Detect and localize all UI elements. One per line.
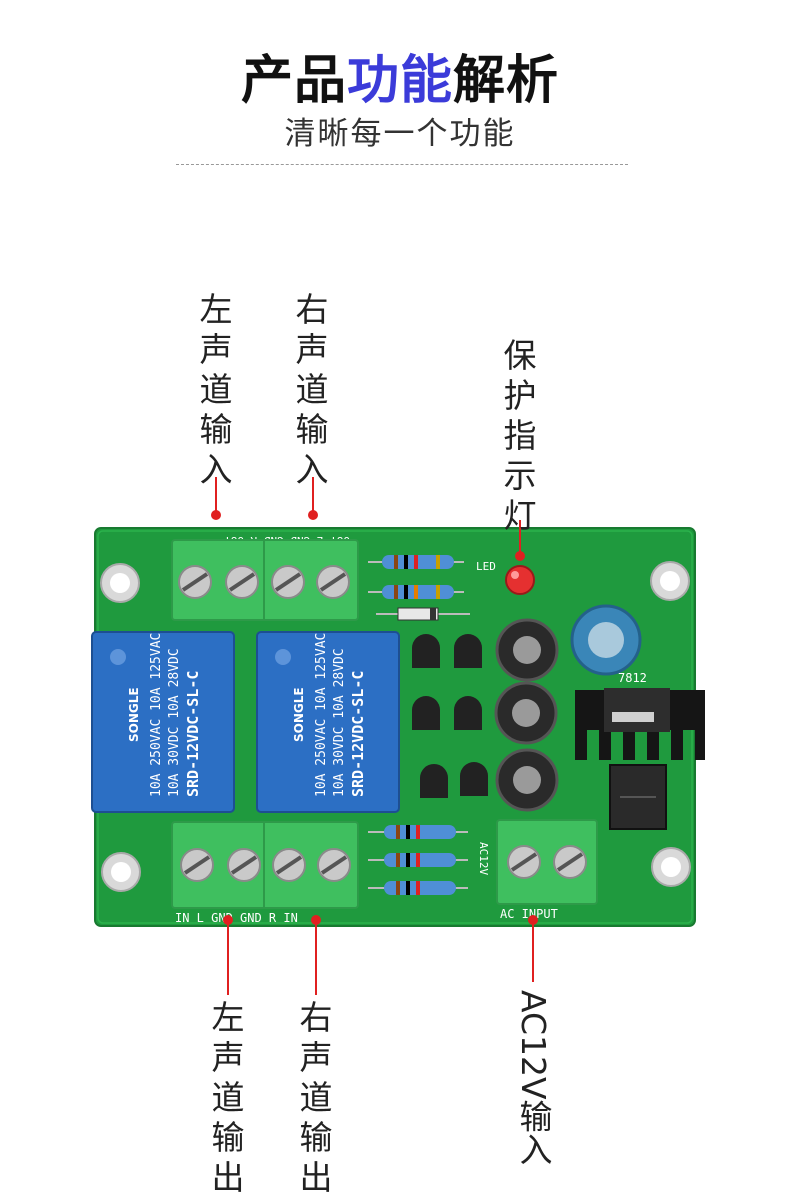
title-accent: 功能	[346, 51, 453, 111]
title-part-1: 产品	[240, 51, 347, 111]
silk-ac: AC12V	[477, 842, 490, 875]
page-title: 产品功能解析	[0, 38, 800, 113]
label-left-channel-output: 左声道输出	[211, 998, 245, 1197]
resistor-icon	[368, 555, 468, 895]
relay-left-rating1: 10A 250VAC 10A 125VAC	[149, 633, 164, 797]
rectifier-icon	[609, 764, 667, 830]
capacitor-icon	[494, 604, 642, 812]
relay-left-rating2: 10A 30VDC 10A 28VDC	[167, 648, 182, 797]
label-left-channel-input: 左声道输入	[199, 290, 233, 489]
title-part-2: 解析	[453, 51, 560, 111]
regulator-heatsink: 7812	[575, 671, 705, 760]
label-right-channel-input: 右声道输入	[295, 290, 329, 489]
relay-right-rating2: 10A 30VDC 10A 28VDC	[332, 648, 347, 797]
label-right-channel-output: 右声道输出	[299, 998, 333, 1197]
header-divider	[176, 164, 628, 165]
mounting-hole-icon	[100, 561, 691, 892]
label-ac12v-input: AC12V输入	[514, 990, 553, 1166]
page-subtitle: 清晰每一个功能	[284, 116, 516, 152]
silk-bottom-left: IN L GND GND R IN	[175, 911, 298, 925]
relay-right-rating1: 10A 250VAC 10A 125VAC	[314, 633, 329, 797]
input-terminal-block	[171, 539, 359, 621]
relay-left-model: SRD-12VDC-SL-C	[184, 671, 202, 797]
callout-pointers	[211, 477, 538, 995]
relay-left-brand: SONGLE	[127, 687, 141, 742]
silk-led: LED	[476, 560, 496, 573]
led-icon	[505, 565, 535, 595]
silk-bottom-right: AC INPUT	[500, 907, 558, 921]
transistor-icon	[412, 634, 488, 798]
relay-left: 10A 250VAC 10A 125VAC 10A 30VDC 10A 28VD…	[91, 631, 235, 813]
relay-right: 10A 250VAC 10A 125VAC 10A 30VDC 10A 28VD…	[256, 631, 400, 813]
relay-right-model: SRD-12VDC-SL-C	[349, 671, 367, 797]
regulator-label: 7812	[618, 671, 647, 685]
ac-terminal-block	[496, 819, 598, 905]
output-terminal-block	[171, 821, 359, 909]
relay-right-brand: SONGLE	[292, 687, 306, 742]
label-protection-led: 保护指示灯	[503, 336, 537, 535]
diode-icon	[376, 607, 470, 621]
